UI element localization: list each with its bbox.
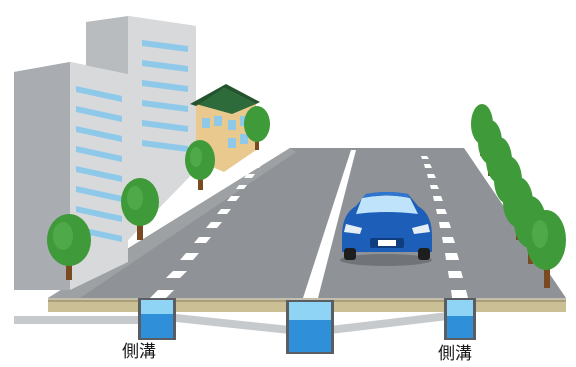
gutter-center-icon bbox=[286, 300, 334, 354]
gutter-right-icon bbox=[444, 298, 476, 340]
gutter-label-right: 側溝 bbox=[438, 344, 472, 364]
tree-icon bbox=[526, 210, 566, 288]
car-icon bbox=[340, 192, 432, 266]
trees-left bbox=[47, 106, 270, 280]
tree-icon bbox=[121, 178, 159, 240]
tree-icon bbox=[185, 140, 215, 190]
trees-right bbox=[471, 104, 566, 288]
gutter-label-left: 側溝 bbox=[122, 342, 156, 362]
lane-markings bbox=[150, 150, 468, 298]
tree-icon bbox=[244, 106, 270, 150]
gutter-left-icon bbox=[138, 298, 176, 340]
tree-icon bbox=[47, 214, 91, 280]
underground-drain bbox=[14, 312, 448, 334]
